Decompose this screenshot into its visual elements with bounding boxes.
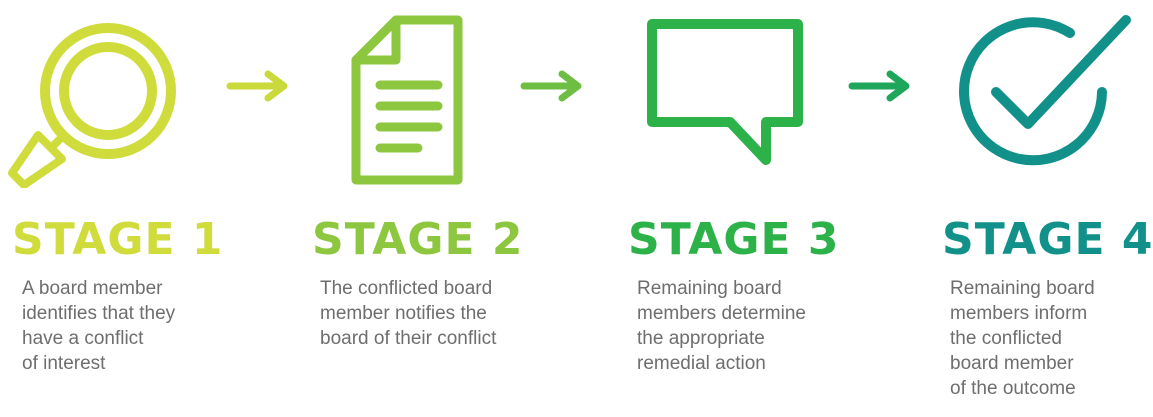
checkmark-circle-icon: [959, 15, 1131, 166]
stage-1-description: A board member identifies that they have…: [22, 278, 176, 374]
stage-3-description: Remaining board members determine the ap…: [637, 278, 806, 374]
magnifying-glass-icon: [8, 23, 176, 188]
stage-2-description: The conflicted board member notifies the…: [320, 278, 497, 349]
stage-4-title: STAGE 4: [942, 214, 1153, 265]
arrow-right-icon: [848, 70, 910, 102]
stage-2-title: STAGE 2: [312, 214, 524, 265]
speech-bubble-icon: [647, 19, 803, 165]
arrow-right-icon: [226, 70, 288, 102]
arrow-right-icon: [520, 70, 582, 102]
stage-1-title: STAGE 1: [12, 214, 224, 265]
stage-3-title: STAGE 3: [628, 214, 840, 265]
stage-4-description: Remaining board members inform the confl…: [950, 278, 1095, 399]
document-icon: [351, 15, 463, 185]
